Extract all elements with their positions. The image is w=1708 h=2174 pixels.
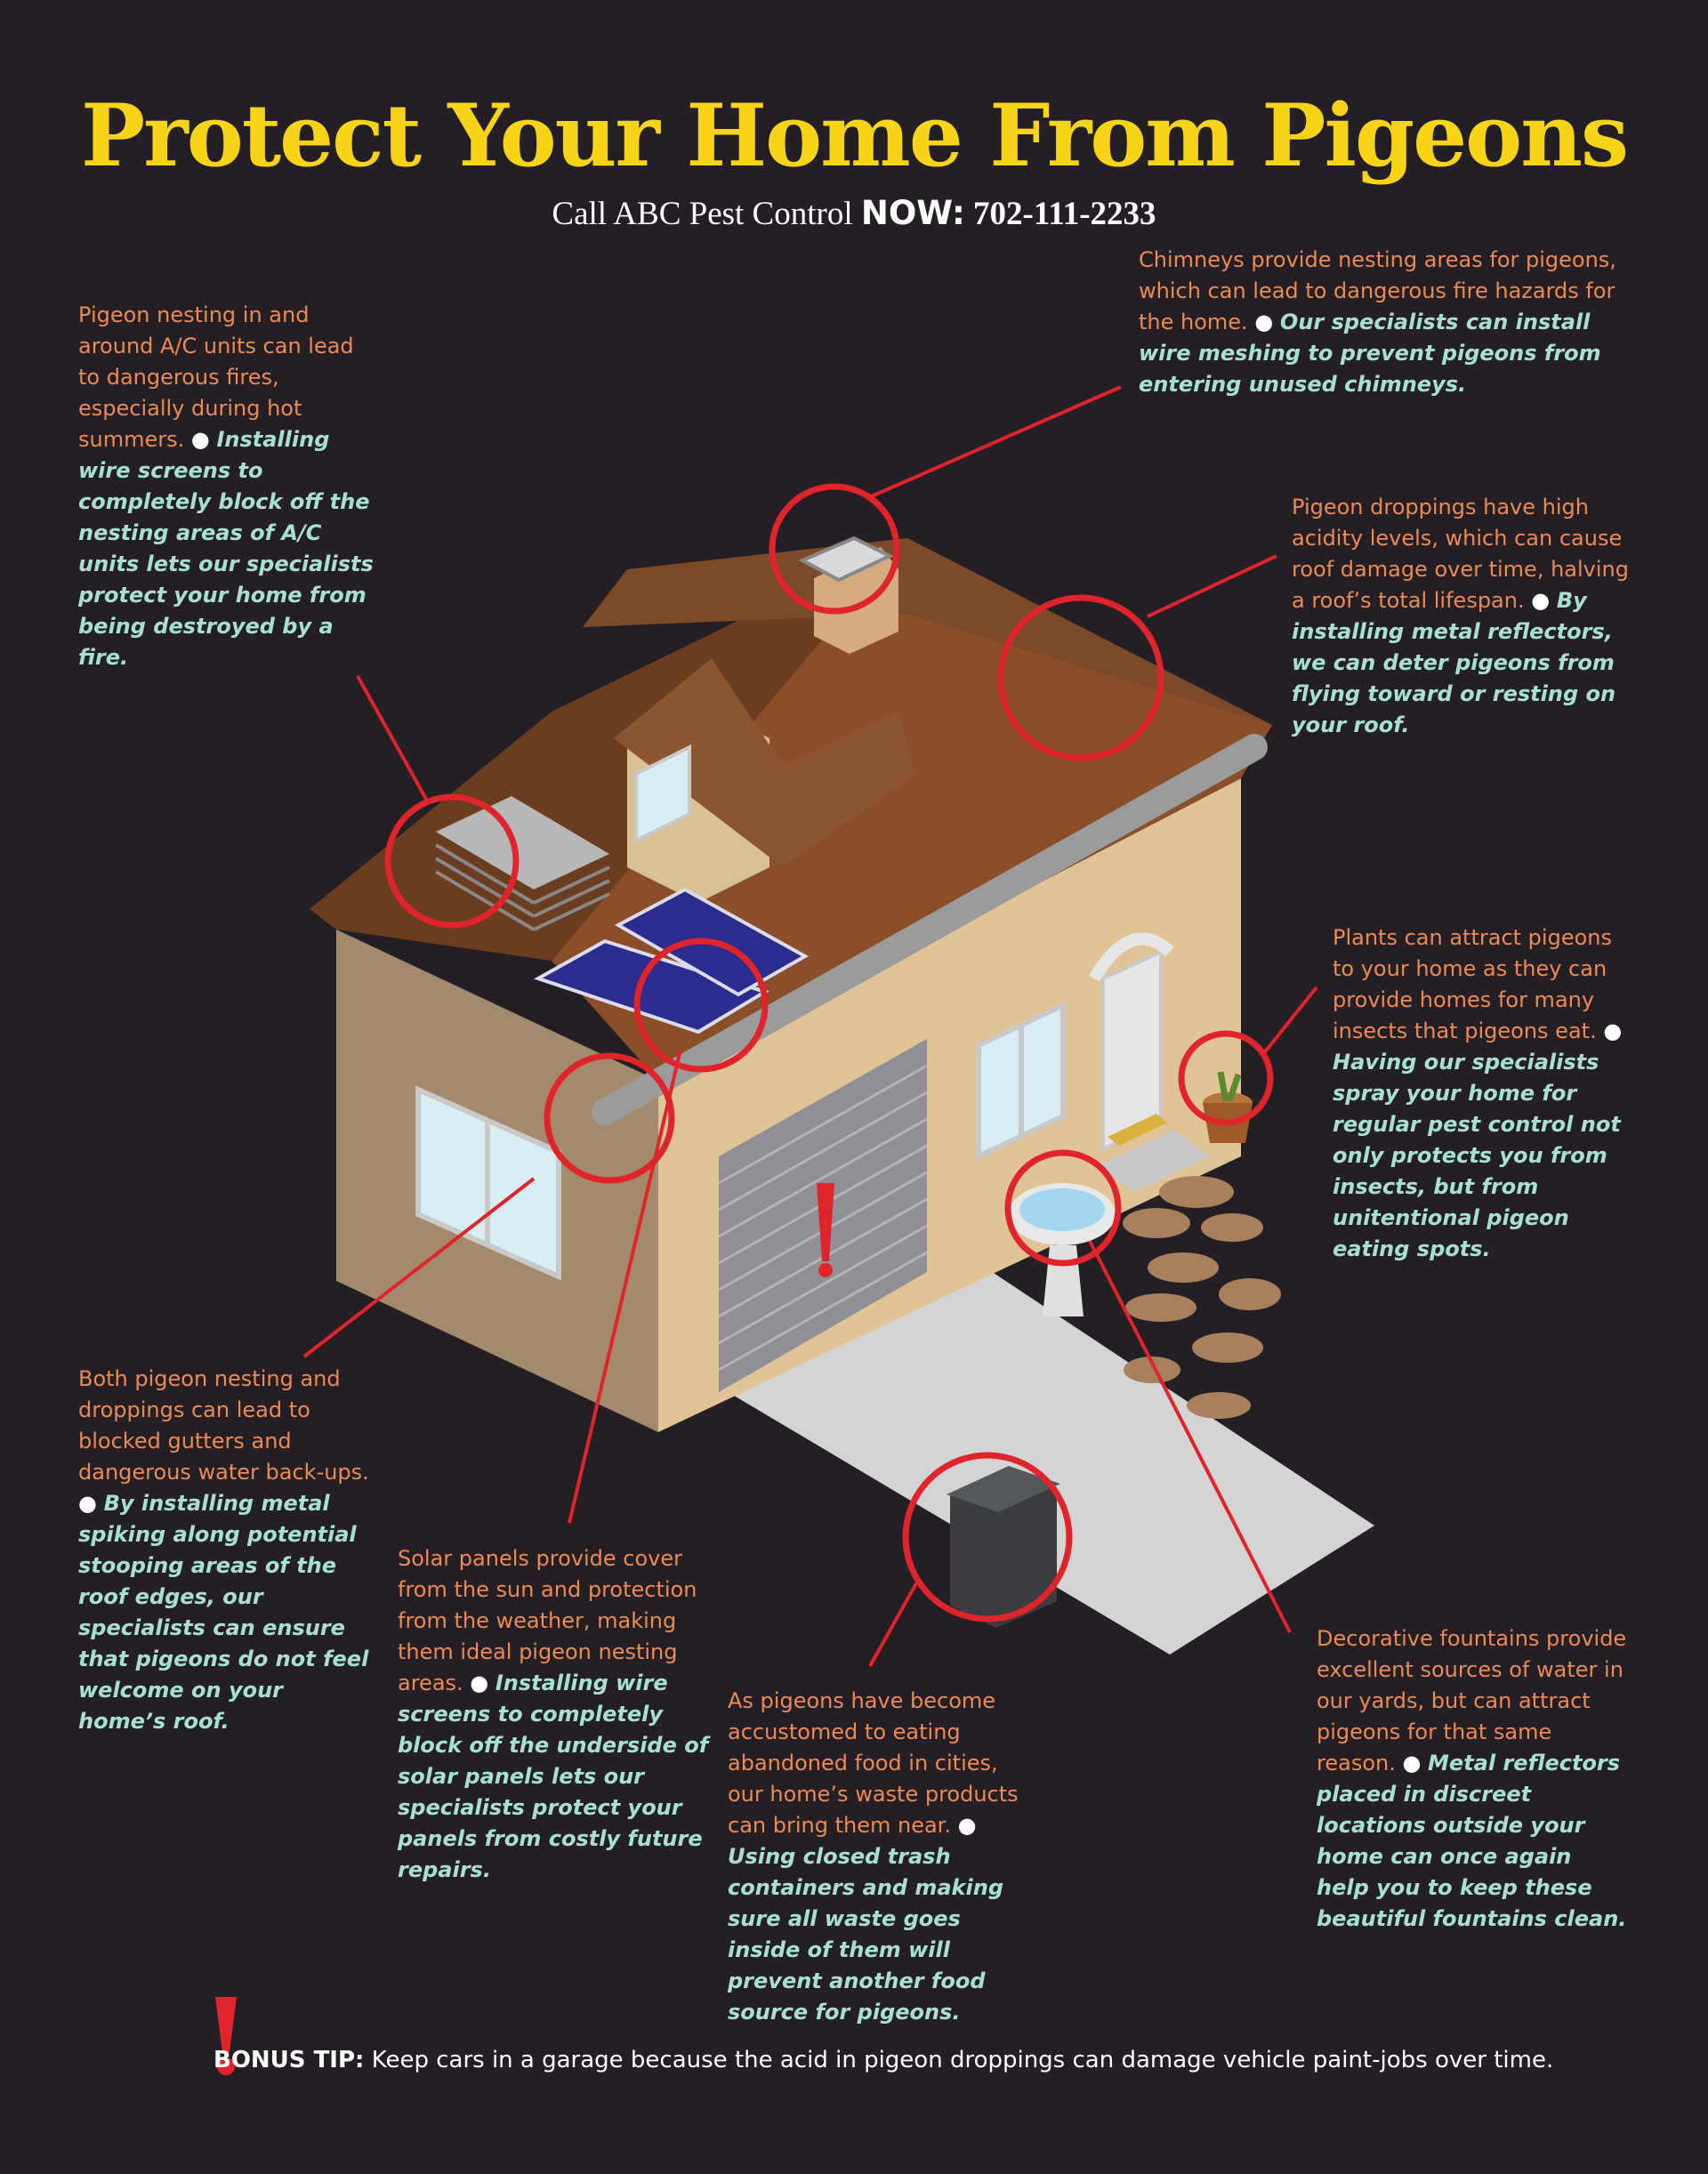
bonus-tip: BONUS TIP: Keep cars in a garage because… (214, 2044, 1637, 2076)
roof-left-slope (310, 538, 907, 961)
note-ac-units: Pigeon nesting in and around A/C units c… (78, 302, 374, 670)
callout-roof (997, 594, 1164, 761)
dormer-roof (614, 658, 916, 867)
note-plants: Plants can attract pigeons to your home … (1333, 925, 1623, 1261)
note-chimneys: Chimneys provide nesting areas for pigeo… (1139, 247, 1616, 397)
trash-can (947, 1466, 1060, 1628)
roof-upper (583, 538, 1272, 725)
page-title: Protect Your Home From Pigeons (80, 85, 1629, 186)
callout-trash (902, 1452, 1073, 1622)
phone-lead: Call ABC Pest Control (552, 196, 861, 232)
phone-line: Call ABC Pest Control NOW: 702-111-2233 (0, 194, 1708, 233)
callout-gutter (544, 1052, 675, 1184)
bonus-label: BONUS TIP: (214, 2047, 365, 2073)
ac-unit (434, 796, 610, 931)
callout-lines (302, 385, 1318, 1667)
door-step (1099, 1130, 1210, 1192)
callout-circles (384, 483, 1274, 1622)
bonus-text: Keep cars in a garage because the acid i… (364, 2047, 1554, 2073)
driveway (721, 1228, 1374, 1655)
bonus-exclamation-icon (215, 1997, 237, 2075)
note-gutters: Both pigeon nesting and droppings can le… (78, 1366, 369, 1734)
dormer-window (634, 744, 691, 844)
phone-number[interactable]: 702-111-2233 (964, 196, 1156, 232)
callout-solar (633, 938, 769, 1073)
exclamation-icon (817, 1183, 834, 1277)
stepping-stones (1123, 1176, 1281, 1419)
note-roof: Pigeon droppings have high acidity level… (1292, 495, 1629, 737)
callout-chimney (769, 483, 900, 615)
gutter (592, 734, 1268, 1125)
note-fountains: Decorative fountains provide excellent s… (1317, 1626, 1627, 1931)
note-solar-panels: Solar panels provide cover from the sun … (398, 1546, 709, 1882)
phone-now: NOW: (860, 194, 965, 232)
callout-ac (384, 793, 520, 929)
note-trash: As pigeons have become accustomed to eat… (728, 1688, 1019, 2025)
callout-fountain (1004, 1149, 1122, 1267)
callout-plants (1178, 1030, 1274, 1126)
